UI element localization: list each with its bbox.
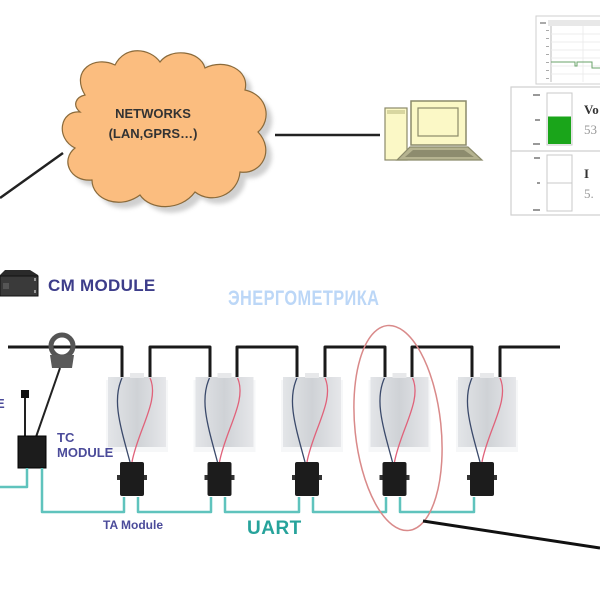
- positive-wire: [131, 377, 154, 463]
- cm-module-device-icon: [0, 270, 39, 297]
- computer-icon: [384, 100, 484, 161]
- ta-module-device: [382, 462, 407, 496]
- battery-cap: [392, 373, 407, 378]
- negative-wire: [466, 377, 481, 463]
- ta-module-clip-left: [117, 475, 120, 480]
- uart-bus: [0, 468, 476, 514]
- ta-module-clip-left: [292, 475, 295, 480]
- ta-module-label: TA Module: [103, 518, 163, 532]
- battery-body: [283, 377, 341, 447]
- battery-cap: [480, 373, 494, 378]
- positive-wire: [218, 377, 241, 463]
- ta-module-clip-right: [494, 475, 497, 480]
- battery-cap: [305, 373, 319, 378]
- ta-module-device: [470, 462, 494, 496]
- pointer-line: [422, 519, 600, 550]
- ta-module-clip-left: [467, 475, 470, 480]
- positive-wire: [481, 377, 504, 463]
- tc-module-device: [17, 367, 61, 469]
- ta-module-clip-right: [231, 475, 235, 480]
- ta-module-device: [295, 462, 319, 496]
- battery-cell: [456, 373, 518, 496]
- battery-cell: [193, 373, 256, 496]
- cloud-label-line2: (LAN,GPRS…): [108, 126, 198, 141]
- ta-module-clip-right: [144, 475, 147, 480]
- positive-wire: [306, 377, 329, 463]
- battery-body: [195, 377, 254, 447]
- battery-cap: [130, 373, 144, 378]
- battery-body: [370, 377, 429, 447]
- voltage-bar-fill: [548, 116, 571, 144]
- cm-module-label: CM MODULE: [48, 276, 156, 295]
- network-cloud: [61, 50, 267, 208]
- ta-module-clip-right: [319, 475, 322, 480]
- negative-wire: [204, 377, 219, 463]
- battery-body: [458, 377, 516, 447]
- positive-wire: [393, 377, 416, 463]
- tc-module-label: TC MODULE: [57, 430, 113, 460]
- battery-cap: [217, 373, 232, 378]
- ta-module-device: [207, 462, 232, 496]
- battery-cell: [281, 373, 343, 496]
- ta-module-clip-right: [406, 475, 410, 480]
- watermark: ЭНЕРГОМЕТРИКА: [228, 287, 380, 310]
- negative-wire: [116, 377, 131, 463]
- current-clamp-icon: [48, 332, 76, 368]
- voltage-title: Vo: [584, 102, 599, 117]
- tc-label-line1: TC: [57, 430, 75, 445]
- uart-label: UART: [247, 518, 302, 539]
- voltage-value: 53: [584, 122, 597, 137]
- network-cloud-label: NETWORKS (LAN,GPRS…): [93, 104, 213, 144]
- battery-string: [106, 373, 518, 496]
- trend-chart-panel: [535, 15, 600, 85]
- current-value: 5.: [584, 186, 594, 201]
- ta-module-clip-left: [379, 475, 383, 480]
- power-bus: [8, 345, 560, 377]
- tc-label-line2: MODULE: [57, 445, 114, 460]
- battery-cell: [368, 373, 431, 496]
- battery-cell: [106, 373, 168, 496]
- battery-body: [108, 377, 166, 447]
- negative-wire: [379, 377, 394, 463]
- cut-off-label: E: [0, 396, 5, 411]
- ta-module-clip-left: [204, 475, 208, 480]
- current-title: I: [584, 166, 590, 181]
- gauge-panel: [510, 86, 600, 216]
- ta-module-device: [120, 462, 144, 496]
- cloud-label-line1: NETWORKS: [115, 106, 191, 121]
- negative-wire: [291, 377, 306, 463]
- highlight-ellipse: [353, 324, 443, 532]
- link-line-left: [0, 151, 64, 200]
